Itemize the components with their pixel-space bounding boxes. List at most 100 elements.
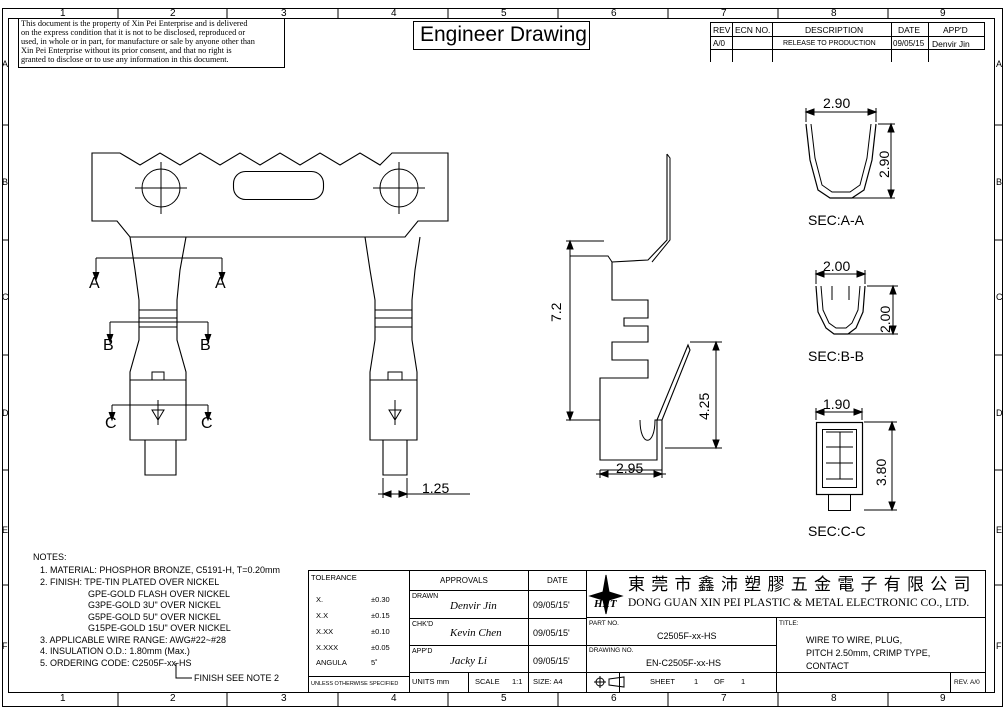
rev-header: DESCRIPTION [805,25,864,35]
col-label: 6 [611,693,617,704]
rev-header: DATE [898,25,921,35]
scale-value: 1:1 [512,677,523,686]
col-label: 8 [831,8,837,19]
approval-name: Denvir Jin [450,600,497,612]
col-label: 5 [501,693,507,704]
tol-val: ±0.10 [371,627,390,636]
notice-line: used, in whole or in part, for manufactu… [21,37,255,46]
dim-width-bottom: 1.25 [422,480,450,496]
company-logo: HXT [594,598,617,610]
dim-height-side: 7.2 [548,302,564,322]
col-label: 4 [391,693,397,704]
approvals-heading: APPROVALS [440,576,488,585]
title-line: WIRE TO WIRE, PLUG, [806,635,903,645]
title-line: CONTACT [806,661,849,671]
tol-key: X.X [316,611,329,620]
dim-height-tab: 4.25 [696,392,712,420]
note-line: G15PE-GOLD 15U" OVER NICKEL [88,623,231,633]
section-mark-a: A [89,275,100,292]
row-label: F [2,641,8,651]
notice-line: Xin Pei Enterprise without its prior con… [21,46,232,55]
approval-date: 09/05/15' [533,628,570,638]
tolerance-footer: UNLESS OTHERWISE SPECIFIED [311,681,399,687]
note-line: 5. ORDERING CODE: C2505F-xx-HS [40,658,192,668]
rev-cell: A/0 [713,39,726,48]
notice-line: granted to disclose or to use any inform… [21,55,229,64]
sheet-value: 1 [694,677,699,686]
col-label: 4 [391,8,397,19]
row-label: C [996,292,1003,302]
row-label: E [996,525,1003,535]
sec-cc-label: SEC:C-C [808,523,866,539]
rev-header: ECN NO. [735,25,771,35]
row-label: A [996,59,1003,69]
row-label: F [996,641,1002,651]
col-label: 1 [60,8,66,19]
sec-aa-height: 2.90 [876,150,892,178]
part-no-label: PART NO. [589,620,619,627]
col-label: 1 [60,693,66,704]
col-label: 6 [611,8,617,19]
size-label: SIZE: A4 [533,677,563,686]
tol-key: X.XX [316,627,334,636]
tol-key: X.XXX [316,643,339,652]
sec-bb-width: 2.00 [823,258,851,274]
approval-date: 09/05/15' [533,600,570,610]
rev-header: APP'D [943,25,968,35]
sec-bb-label: SEC:B-B [808,348,865,364]
sec-aa-width: 2.90 [823,95,851,111]
note-line: 4. INSULATION O.D.: 1.80mm (Max.) [40,646,190,656]
rev-header: REV [713,25,731,35]
title-label: TITLE: [779,620,799,627]
tol-key: X. [316,595,324,604]
sec-bb-height: 2.00 [877,305,893,333]
row-label: A [2,59,9,69]
approval-name: Jacky Li [450,655,487,667]
col-label: 9 [940,8,946,19]
approval-role: CHK'D [412,621,434,628]
sec-aa-label: SEC:A-A [808,212,865,228]
row-label: B [2,177,9,187]
row-label: C [2,292,9,302]
note-line: GPE-GOLD FLASH OVER NICKEL [88,589,231,599]
tol-val: ±0.30 [371,595,390,604]
col-label: 9 [940,693,946,704]
note-line: G5PE-GOLD 5U" OVER NICKEL [88,612,221,622]
col-label: 8 [831,693,837,704]
notice-line: This document is the property of Xin Pei… [21,19,248,28]
note-line: G3PE-GOLD 3U" OVER NICKEL [88,600,221,610]
row-label: E [2,525,9,535]
section-mark-a: A [215,275,226,292]
drawing-no-value: EN-C2505F-xx-HS [646,658,722,668]
of-value: 1 [741,677,746,686]
part-no-value: C2505F-xx-HS [657,631,717,641]
col-label: 2 [170,8,176,19]
col-label: 3 [281,693,287,704]
section-mark-c: C [105,415,117,432]
section-mark-b: B [103,337,114,354]
col-label: 7 [721,693,727,704]
notes-heading: NOTES: [33,552,67,562]
dim-width-side: 2.95 [616,460,644,476]
col-label: 7 [721,8,727,19]
scale-label: SCALE [475,677,500,686]
approval-role: DRAWN [412,593,439,600]
approval-role: APP'D [412,648,433,655]
page-title: Engineer Drawing [420,23,587,46]
tolerance-heading: TOLERANCE [311,573,357,582]
drawing-no-label: DRAWING NO. [589,647,634,654]
company-name-en: DONG GUAN XIN PEI PLASTIC & METAL ELECTR… [628,597,970,609]
section-mark-c: C [201,415,213,432]
approval-date: 09/05/15' [533,656,570,666]
date-heading: DATE [547,576,568,585]
notice-line: on the express condition that it is not … [21,28,246,37]
note-line: 2. FINISH: TPE-TIN PLATED OVER NICKEL [40,577,220,587]
section-mark-b: B [200,337,211,354]
col-label: 3 [281,8,287,19]
rev-cell: 09/05/15 [893,39,925,48]
rev-value: REV. A/0 [954,679,980,686]
of-label: OF [714,677,725,686]
row-label: B [996,177,1003,187]
row-label: D [2,408,9,418]
